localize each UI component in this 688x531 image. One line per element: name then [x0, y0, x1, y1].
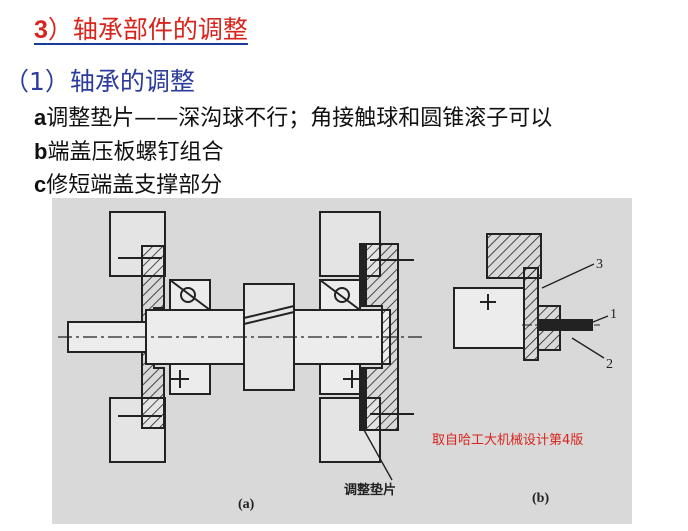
bullet-letter: b: [34, 139, 48, 164]
subheading: （1）轴承的调整: [4, 67, 195, 96]
bearing-adjustment-figure: 3 1 2 取自哈工大机械设计第4版 调整垫片 (a) (b): [52, 198, 632, 524]
bullet-item-a: a调整垫片——深沟球不行；角接触球和圆锥滚子可以: [34, 100, 552, 132]
source-note: 取自哈工大机械设计第4版: [432, 433, 583, 448]
callout-3: 3: [596, 257, 603, 272]
callout-2: 2: [606, 357, 613, 372]
label-b: (b): [532, 491, 549, 506]
bullet-item-b: b端盖压板螺钉组合: [34, 134, 223, 166]
shim-label: 调整垫片: [344, 482, 396, 498]
bullet-letter: c: [34, 172, 47, 197]
bullet-item-c: c修短端盖支撑部分: [34, 167, 222, 199]
bullet-text: 修短端盖支撑部分: [46, 173, 223, 198]
end-cap-b: [523, 267, 539, 361]
adjusting-shim-bottom: [359, 367, 367, 431]
bullet-letter: a: [34, 105, 47, 130]
left-bearing-roller-top: [180, 287, 196, 303]
heading-text: ）轴承部件的调整: [47, 15, 248, 44]
label-a: (a): [238, 497, 255, 512]
adjusting-shim-top: [359, 243, 367, 307]
engineering-drawing: 3 1 2 取自哈工大机械设计第4版 调整垫片 (a) (b): [58, 211, 617, 512]
callout-1: 1: [610, 307, 617, 322]
right-bearing-roller-top: [334, 287, 350, 303]
left-housing-upper: [109, 211, 166, 277]
bullet-text: 调整垫片——深沟球不行；角接触球和圆锥滚子可以: [46, 106, 553, 131]
bullet-text: 端盖压板螺钉组合: [47, 140, 224, 165]
slide-heading: 3）轴承部件的调整: [34, 10, 248, 46]
heading-number: 3: [34, 16, 48, 44]
